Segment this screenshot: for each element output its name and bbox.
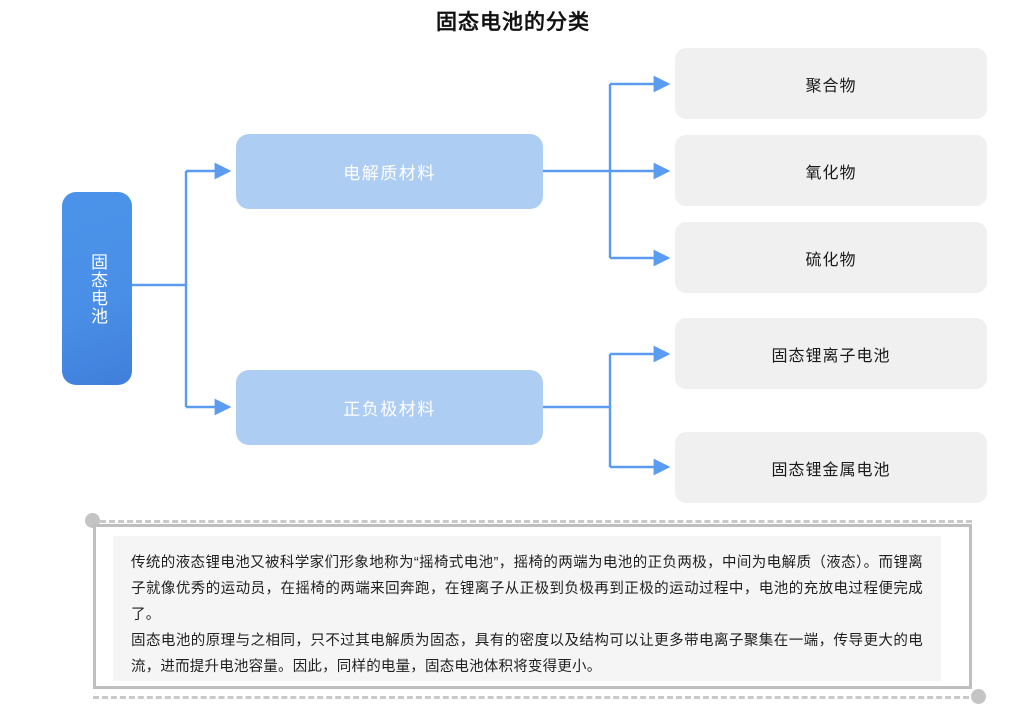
node-root-solid-state-battery[interactable]: 固态电池 xyxy=(62,192,132,385)
node-branch-label: 电解质材料 xyxy=(343,164,436,183)
note-dashed-line-top xyxy=(100,520,972,523)
connector-root-trunk xyxy=(132,162,232,416)
node-leaf-label: 固态锂金属电池 xyxy=(771,461,891,479)
note-paragraph: 传统的液态锂电池又被科学家们形象地称为“摇椅式电池”，摇椅的两端为电池的正负两极… xyxy=(131,555,923,623)
note-paragraph: 固态电池的原理与之相同，只不过其电解质为固态，具有的密度以及结构可以让更多带电离… xyxy=(131,633,923,675)
node-leaf-sulfide[interactable]: 硫化物 xyxy=(675,222,987,293)
connector-electrolyte-branch xyxy=(543,75,671,267)
node-leaf-oxide[interactable]: 氧化物 xyxy=(675,135,987,206)
node-leaf-solid-lithium-ion-battery[interactable]: 固态锂离子电池 xyxy=(675,318,987,389)
note-text-block: 传统的液态锂电池又被科学家们形象地称为“摇椅式电池”，摇椅的两端为电池的正负两极… xyxy=(113,536,941,681)
connector-electrode-branch xyxy=(543,345,671,476)
node-root-label: 固态电池 xyxy=(88,252,107,325)
page-title: 固态电池的分类 xyxy=(436,11,590,34)
note-frame-border xyxy=(93,524,972,689)
note-dashed-line-bottom xyxy=(93,696,978,699)
node-leaf-label: 硫化物 xyxy=(805,251,857,269)
node-branch-electrode-material[interactable]: 正负极材料 xyxy=(236,370,543,445)
note-dot-bottom-right xyxy=(971,689,986,704)
node-leaf-label: 聚合物 xyxy=(805,77,857,95)
node-leaf-label: 固态锂离子电池 xyxy=(771,347,891,365)
node-leaf-label: 氧化物 xyxy=(805,164,857,182)
node-leaf-solid-lithium-metal-battery[interactable]: 固态锂金属电池 xyxy=(675,432,987,503)
node-branch-label: 正负极材料 xyxy=(343,400,436,419)
node-branch-electrolyte-material[interactable]: 电解质材料 xyxy=(236,134,543,209)
node-leaf-polymer[interactable]: 聚合物 xyxy=(675,48,987,119)
